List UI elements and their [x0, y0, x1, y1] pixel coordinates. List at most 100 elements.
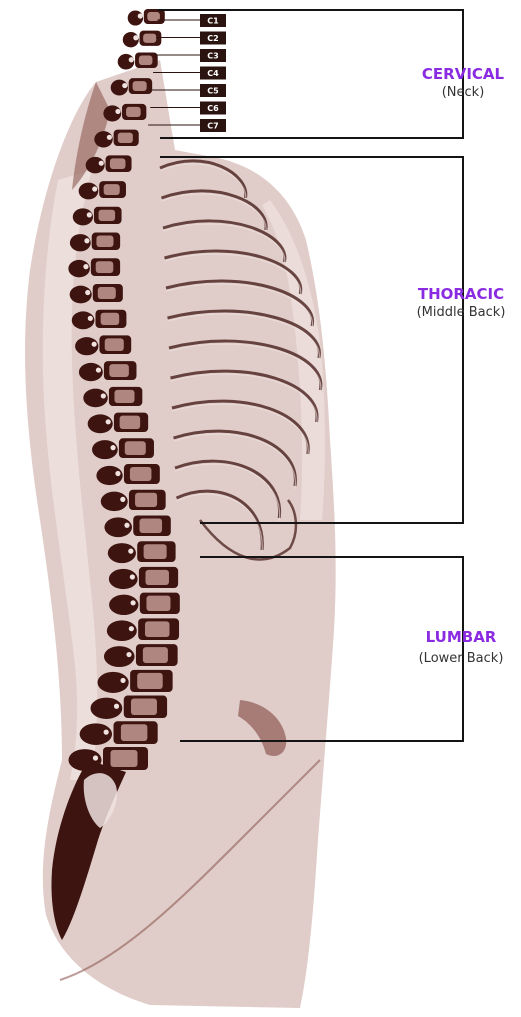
vertebral-face [143, 647, 168, 663]
foramen [133, 35, 138, 40]
foramen [122, 83, 127, 88]
region-labels: CERVICAL (Neck) THORACIC (Middle Back) L… [417, 65, 506, 666]
vertebra [103, 104, 146, 122]
foramen [110, 445, 115, 450]
vertebra [83, 387, 142, 407]
tag-label: C1 [207, 17, 219, 26]
foramen [138, 13, 143, 18]
foramen [120, 497, 125, 502]
vertebral-face [96, 261, 114, 273]
tag-label: C6 [207, 104, 219, 113]
vertebral-face [109, 364, 129, 377]
vertebral-face [143, 34, 156, 43]
tag-label: C2 [207, 34, 218, 43]
lumbar-title: LUMBAR [426, 628, 497, 646]
foramen [128, 549, 133, 554]
foramen [114, 704, 119, 709]
vertebra [109, 593, 180, 615]
foramen [126, 652, 131, 657]
vertebra [128, 9, 165, 26]
vertebra [70, 284, 123, 303]
vertebral-face [120, 416, 141, 429]
vertebra [92, 438, 154, 459]
vertebra [75, 335, 131, 355]
vertebra [107, 618, 179, 641]
foramen [115, 471, 120, 476]
vertebral-face [146, 596, 170, 611]
vertebra [109, 567, 178, 589]
foramen [120, 678, 125, 683]
vertebra [104, 515, 170, 537]
foramen [84, 238, 89, 243]
cervical-subtitle: (Neck) [442, 85, 485, 100]
tag-label: C7 [207, 122, 218, 131]
vertebral-face [118, 133, 133, 143]
vertebral-face [111, 750, 138, 767]
vertebral-face [101, 313, 120, 325]
foramen [106, 419, 111, 424]
foramen [130, 574, 135, 579]
vertebra [70, 233, 120, 252]
thoracic-title: THORACIC [418, 285, 504, 303]
foramen [124, 523, 129, 528]
vertebral-face [145, 570, 169, 585]
vertebral-face [140, 518, 163, 533]
vertebral-face [145, 621, 170, 637]
vertebra-tag: C2 [156, 32, 226, 45]
vertebra [68, 258, 120, 277]
vertebra [111, 78, 152, 95]
foramen [92, 342, 97, 347]
lumbar-subtitle: (Lower Back) [419, 651, 504, 666]
vertebral-face [110, 158, 126, 169]
vertebral-face [135, 493, 157, 507]
vertebra-tag: C4 [153, 67, 226, 80]
thoracic-subtitle: (Middle Back) [417, 305, 506, 320]
vertebra [104, 644, 178, 667]
vertebral-face [98, 287, 116, 299]
vertebra [91, 696, 168, 719]
vertebra [88, 413, 148, 434]
vertebral-face [126, 107, 141, 117]
vertebral-face [96, 236, 113, 247]
vertebral-face [144, 544, 167, 559]
vertebra [123, 31, 162, 48]
foramen [92, 186, 97, 191]
vertebra [96, 464, 159, 485]
vertebra [101, 490, 166, 511]
tag-label: C3 [207, 52, 218, 61]
foramen [87, 212, 92, 217]
vertebra [79, 361, 137, 381]
vertebral-face [99, 210, 116, 221]
foramen [104, 730, 109, 735]
vertebra [72, 310, 127, 330]
cervical-title: CERVICAL [422, 65, 505, 83]
vertebral-face [114, 390, 134, 403]
vertebral-face [139, 55, 153, 65]
foramen [107, 135, 112, 140]
vertebral-face [130, 467, 152, 481]
foramen [85, 290, 90, 295]
vertebra [86, 155, 132, 173]
foramen [131, 600, 136, 605]
vertebral-face [131, 699, 157, 715]
foramen [129, 57, 134, 62]
foramen [129, 626, 134, 631]
vertebral-face [105, 338, 124, 351]
vertebra [94, 130, 138, 148]
vertebra-tag: C3 [155, 49, 226, 62]
foramen [88, 316, 93, 321]
vertebral-face [125, 441, 146, 455]
foramen [93, 755, 98, 760]
vertebra [73, 207, 122, 226]
vertebra [98, 670, 173, 693]
vertebral-face [121, 724, 148, 741]
vertebral-face [133, 81, 147, 91]
tag-label: C4 [207, 69, 219, 78]
tag-label: C5 [207, 87, 219, 96]
foramen [115, 109, 120, 114]
foramen [96, 367, 101, 372]
foramen [83, 264, 88, 269]
vertebra [79, 181, 126, 199]
vertebral-face [137, 673, 163, 689]
